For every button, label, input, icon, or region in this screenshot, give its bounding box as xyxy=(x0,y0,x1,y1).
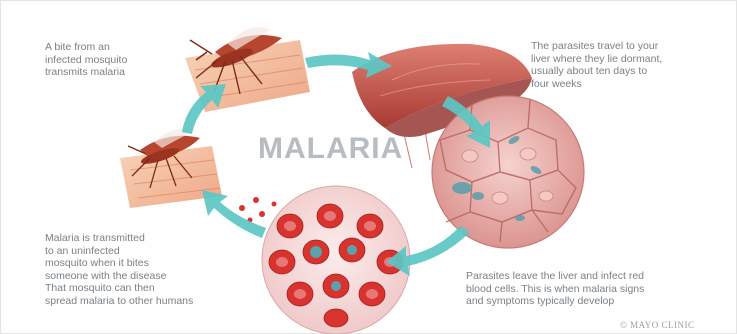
liver-cells-icon xyxy=(432,96,584,248)
caption-liver: The parasites travel to your liver where… xyxy=(531,40,731,90)
caption-blood: Parasites leave the liver and infect red… xyxy=(466,270,734,308)
caption-bite: A bite from an infected mosquito transmi… xyxy=(45,41,195,79)
diagram-title: MALARIA xyxy=(258,132,403,166)
caption-transmit: Malaria is transmitted to an uninfected … xyxy=(45,232,275,307)
credit-text: © MAYO CLINIC xyxy=(620,320,695,330)
